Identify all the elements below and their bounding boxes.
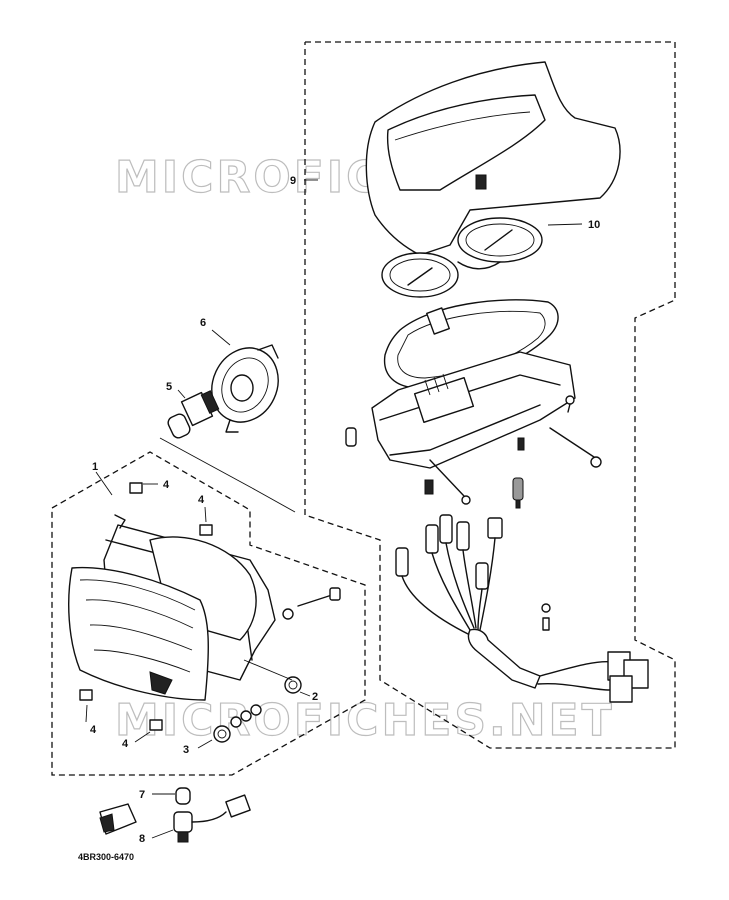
callout-6: 6 <box>200 317 206 329</box>
meter-wiring-harness <box>395 514 649 703</box>
meter-gasket <box>383 299 559 389</box>
position-light <box>99 787 251 843</box>
gauge-lenses <box>381 217 543 298</box>
callout-9: 9 <box>290 175 296 187</box>
callout-8: 8 <box>139 833 145 845</box>
headlight-assembly-boundary <box>51 451 366 776</box>
part-number: 4BR300-6470 <box>78 852 134 862</box>
meter-cover <box>365 61 621 256</box>
callout-2: 2 <box>312 691 318 703</box>
callout-4-mid: 4 <box>198 494 205 506</box>
watermark-bottom: MICROFICHES.NET <box>115 695 615 746</box>
callout-10: 10 <box>588 219 600 231</box>
adjuster-hardware <box>213 587 341 743</box>
callout-3: 3 <box>183 744 189 756</box>
leader-lines <box>85 179 583 839</box>
headlight-bulb <box>159 390 296 513</box>
callout-4-top: 4 <box>163 479 170 491</box>
callout-5: 5 <box>166 381 172 393</box>
meter-bulbs-and-screws <box>345 427 602 509</box>
callout-labels: 1 2 3 4 4 4 4 5 6 7 8 9 10 <box>90 175 600 845</box>
meter-case <box>371 351 576 495</box>
headlight-unit <box>68 482 276 731</box>
callout-1: 1 <box>92 461 98 473</box>
callout-7: 7 <box>139 789 145 801</box>
headlight-socket <box>211 344 279 433</box>
callout-4-bottom: 4 <box>122 738 129 750</box>
meter-assembly-boundary <box>304 41 676 749</box>
callout-4-left: 4 <box>90 724 97 736</box>
